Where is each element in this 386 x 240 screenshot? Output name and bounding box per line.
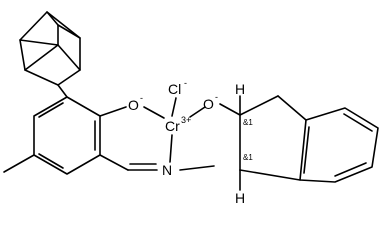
c2-ring-bond bbox=[239, 169, 301, 181]
stereo-label-c2: &1 bbox=[243, 153, 253, 162]
phenolate-oxygen-charge: - bbox=[140, 93, 143, 103]
cr-indanolate-bond bbox=[189, 106, 206, 118]
c1-ch2-bond bbox=[239, 95, 279, 116]
benzene-ring-outline bbox=[33, 96, 101, 175]
cr-phenolate-bond bbox=[143, 106, 165, 119]
imine-nitrogen-symbol: N bbox=[162, 162, 172, 178]
phenolate-ring bbox=[3, 96, 129, 175]
cr-cl-bond bbox=[171, 97, 177, 117]
coordination-bonds bbox=[143, 97, 206, 163]
adamantane-inner-bond-3 bbox=[57, 44, 81, 71]
ch2-ring-bond bbox=[277, 95, 307, 121]
fused-aromatic-double-2 bbox=[334, 162, 367, 177]
aromatic-double-bond-3 bbox=[38, 102, 64, 118]
imine-group bbox=[127, 163, 215, 171]
indane-group bbox=[219, 95, 379, 191]
chemical-structure: Cl - O - Cr 3+ O - N H H &1 &1 bbox=[3, 11, 379, 206]
atom-labels: Cl - O - Cr 3+ O - N H H &1 &1 bbox=[128, 78, 253, 206]
cr-n-bond bbox=[169, 134, 173, 163]
adamantane-back-bond bbox=[19, 39, 59, 46]
methyl-bond bbox=[3, 154, 35, 173]
aromatic-double-bond-2 bbox=[38, 153, 64, 169]
fused-aromatic-double-3 bbox=[303, 126, 310, 174]
adamantane-rear-bond bbox=[57, 24, 81, 39]
stereo-label-c1: &1 bbox=[243, 118, 253, 127]
indanol-oxygen-symbol: O bbox=[203, 96, 214, 112]
phenolate-oxygen-symbol: O bbox=[128, 97, 139, 113]
indanol-o-c-bond bbox=[219, 103, 241, 116]
phenolate-c-o-bond bbox=[99, 106, 127, 117]
indanol-oxygen-charge: - bbox=[215, 92, 218, 102]
adamantane-inner-bond-2 bbox=[24, 44, 59, 71]
wedge-h-top-symbol: H bbox=[235, 81, 245, 97]
n-to-indane-bond bbox=[179, 165, 215, 171]
wedge-h-bottom-symbol: H bbox=[235, 190, 245, 206]
chloride-symbol: Cl bbox=[168, 81, 181, 97]
ring-to-imine-carbon-bond bbox=[99, 154, 129, 171]
adamantane-front-bonds bbox=[19, 11, 81, 86]
fused-benzene-ring bbox=[299, 107, 379, 183]
adamantyl-group bbox=[19, 11, 81, 98]
adamantyl-attachment-bond bbox=[57, 84, 68, 98]
adamantane-top-bond bbox=[46, 11, 59, 26]
chromium-symbol: Cr bbox=[165, 118, 180, 134]
chloride-charge: - bbox=[184, 78, 187, 88]
chromium-charge: 3+ bbox=[181, 115, 191, 125]
fused-aromatic-double-1 bbox=[343, 113, 373, 132]
